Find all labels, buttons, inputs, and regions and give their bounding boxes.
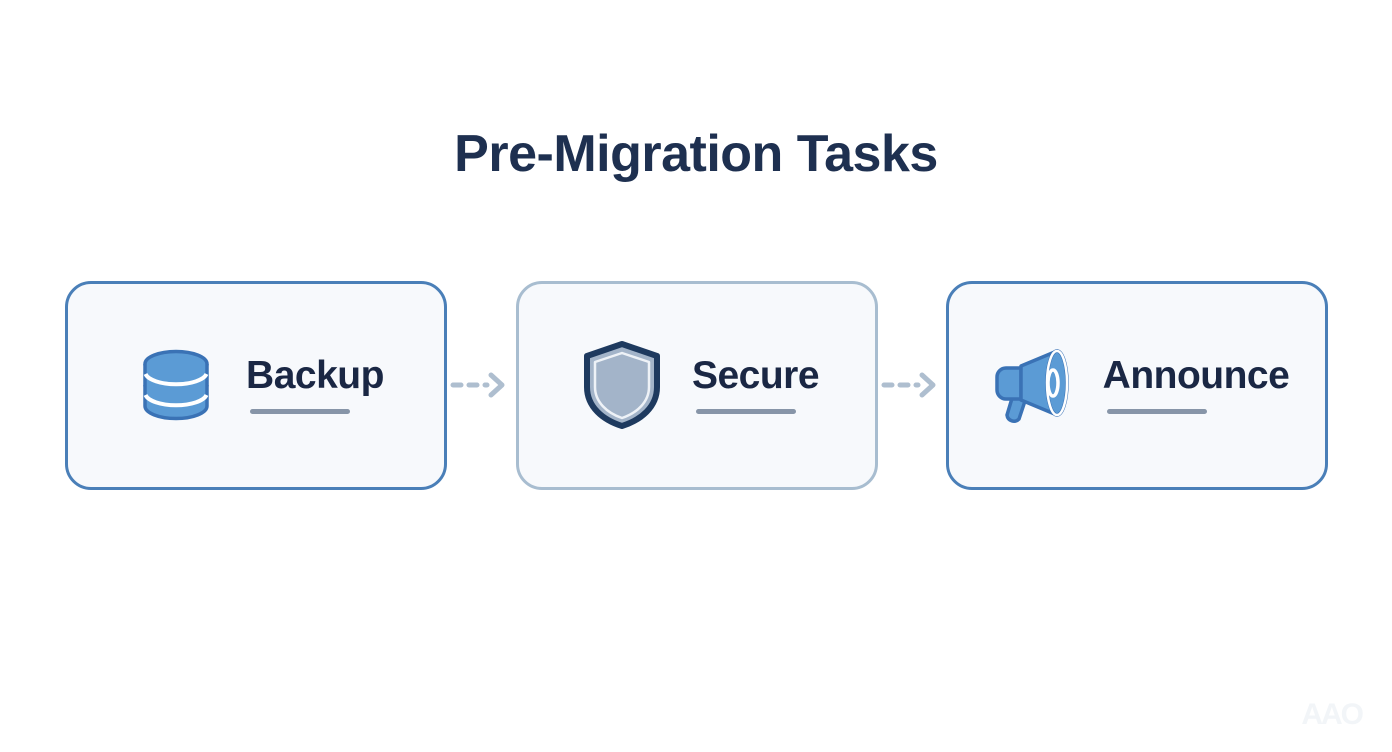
- card-text-group: Announce: [1103, 356, 1290, 414]
- megaphone-icon: [985, 337, 1081, 433]
- label-underline: [250, 409, 351, 414]
- task-label-secure: Secure: [691, 354, 820, 397]
- label-underline: [695, 409, 796, 414]
- shield-icon: [574, 337, 670, 433]
- watermark: AAO: [1301, 698, 1364, 731]
- task-card-announce[interactable]: Announce: [946, 280, 1328, 490]
- arrow-connector-1: [448, 368, 514, 402]
- task-card-backup[interactable]: Backup: [65, 280, 447, 490]
- arrow-connector-2: [879, 368, 945, 402]
- card-text-group: Backup: [246, 356, 384, 414]
- task-label-backup: Backup: [246, 354, 384, 397]
- task-card-secure[interactable]: Secure: [515, 280, 878, 490]
- label-underline: [1106, 409, 1207, 414]
- card-text-group: Secure: [691, 354, 820, 414]
- task-label-announce: Announce: [1102, 354, 1290, 397]
- process-flow: Backup Secure: [65, 280, 1328, 490]
- page-title: Pre-Migration Tasks: [454, 125, 938, 183]
- database-icon: [128, 337, 224, 433]
